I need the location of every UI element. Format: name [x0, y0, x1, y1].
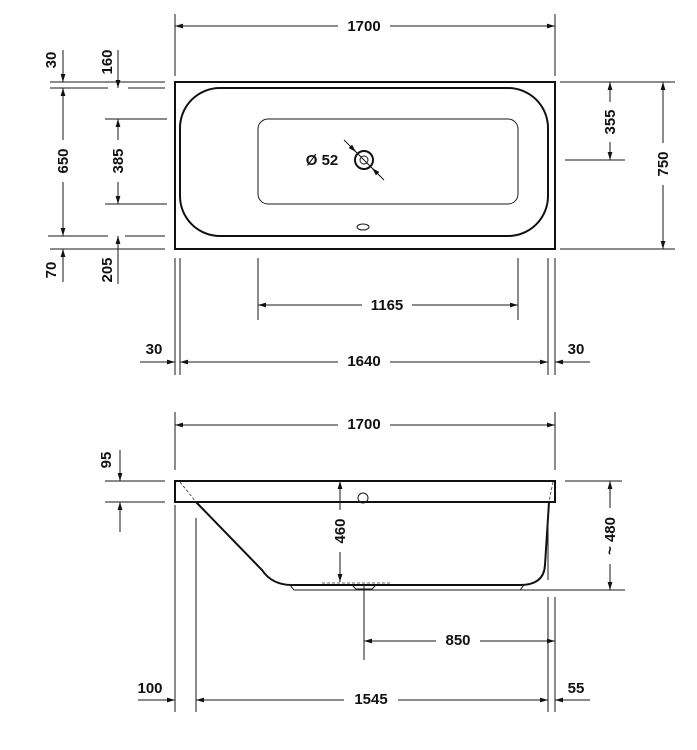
- dim-drain-to-end: 850: [445, 632, 470, 649]
- dim-right-offset: 55: [568, 680, 585, 697]
- dim-floor-length: 1165: [371, 297, 404, 314]
- dim-overall-width: 750: [655, 151, 672, 176]
- dim-rim-bottom: 70: [43, 262, 60, 279]
- tub-rim-side: [174, 480, 556, 503]
- dim-floor-width: 385: [110, 148, 127, 173]
- dim-drain-offset: 355: [602, 109, 619, 134]
- tub-floor-top: [257, 118, 519, 205]
- dim-bottom-length: 1545: [354, 691, 387, 708]
- top-view: 1700 30 160 650 385 70 205 Ø 52: [43, 14, 675, 375]
- dim-rim-height: 95: [98, 452, 115, 469]
- dim-rim-left: 30: [146, 341, 163, 358]
- drain-icon: [343, 139, 385, 181]
- dim-rim-top: 30: [43, 52, 60, 69]
- dim-inner-length: 1640: [347, 353, 380, 370]
- dim-drain-diameter: Ø 52: [306, 152, 339, 169]
- dim-overall-height: ~ 480: [602, 517, 619, 555]
- dim-rim-right: 30: [568, 341, 585, 358]
- dim-left-offset: 100: [137, 680, 162, 697]
- overflow-icon: [356, 223, 370, 231]
- dim-inner-depth: 460: [332, 518, 349, 543]
- tub-bowl-top: [179, 87, 549, 237]
- dim-overall-length-top: 1700: [347, 18, 380, 35]
- dim-floor-bottom-offset: 205: [99, 257, 116, 282]
- tub-body-side: [195, 501, 550, 586]
- tub-outline-top: [174, 81, 556, 250]
- dim-inner-width: 650: [55, 148, 72, 173]
- dim-inner-top-offset: 160: [99, 49, 116, 74]
- dim-overall-length-side: 1700: [347, 416, 380, 433]
- side-view: 1700 95 460 ~ 480: [98, 412, 625, 712]
- overflow-icon: [357, 492, 369, 504]
